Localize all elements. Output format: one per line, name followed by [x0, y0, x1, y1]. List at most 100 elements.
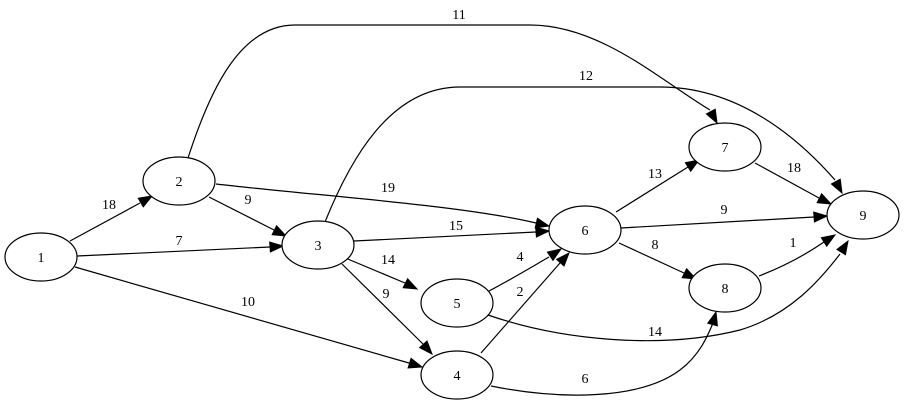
- edge-4-to-6: 2: [480, 251, 570, 354]
- node-7: 7: [688, 122, 762, 172]
- edge-weight-label: 10: [241, 295, 255, 310]
- edge-2-to-7: 11: [187, 8, 718, 159]
- edge-weight-label: 14: [648, 325, 662, 340]
- edge-weight-label: 4: [517, 250, 524, 265]
- edge-line: [208, 196, 275, 231]
- edge-5-to-6: 4: [488, 248, 563, 292]
- arrowhead-icon: [813, 211, 829, 223]
- edge-5-to-9: 14: [487, 239, 849, 342]
- arrowhead-icon: [137, 195, 154, 208]
- node-label: 5: [454, 297, 461, 312]
- edge-3-to-5: 14: [342, 253, 419, 290]
- edge-6-to-9: 9: [620, 203, 829, 229]
- node-6: 6: [548, 205, 622, 255]
- edge-line: [758, 241, 825, 277]
- edge-line: [615, 166, 689, 213]
- edge-8-to-9: 1: [758, 234, 837, 277]
- edge-weight-label: 6: [582, 372, 589, 387]
- arrowhead-icon: [535, 226, 551, 238]
- edge-weight-label: 14: [381, 253, 395, 268]
- arrowhead-icon: [706, 310, 718, 327]
- node-label: 4: [454, 369, 461, 384]
- node-label: 9: [860, 209, 867, 224]
- nodes-layer: 1 2 3 4 5 6 7 8 9: [4, 122, 900, 400]
- edge-6-to-7: 13: [615, 159, 701, 213]
- edge-weight-label: 7: [176, 234, 183, 249]
- edge-weight-label: 2: [517, 285, 524, 300]
- edge-line: [487, 253, 841, 342]
- node-2: 2: [142, 156, 216, 206]
- edge-7-to-9: 18: [754, 161, 833, 205]
- arrowhead-icon: [418, 340, 433, 356]
- edge-4-to-8: 6: [490, 310, 718, 396]
- edge-weight-label: 18: [787, 161, 801, 176]
- edge-line: [341, 263, 424, 345]
- edge-1-to-4: 10: [74, 266, 424, 369]
- edge-weight-label: 8: [652, 238, 659, 253]
- edge-6-to-8: 8: [618, 238, 698, 280]
- node-8: 8: [688, 263, 762, 313]
- edge-line: [488, 256, 550, 292]
- edge-weight-label: 19: [381, 181, 395, 196]
- arrowhead-icon: [836, 239, 849, 256]
- edge-weight-label: 12: [579, 69, 593, 84]
- edge-2-to-3: 9: [208, 193, 288, 237]
- edge-3-to-4: 9: [341, 263, 433, 356]
- node-ellipse: [688, 122, 762, 172]
- arrowhead-icon: [830, 178, 843, 195]
- edge-line: [490, 322, 714, 396]
- arrowhead-icon: [555, 251, 570, 267]
- node-5: 5: [420, 278, 494, 328]
- edge-line: [480, 262, 561, 354]
- arrowhead-icon: [546, 248, 563, 262]
- node-ellipse: [688, 263, 762, 313]
- edge-line: [76, 246, 271, 257]
- node-label: 6: [582, 224, 589, 239]
- arrowhead-icon: [271, 224, 288, 237]
- node-3: 3: [281, 220, 355, 270]
- arrowhead-icon: [816, 192, 833, 205]
- arrowhead-icon: [820, 234, 837, 248]
- edge-3-to-6: 15: [353, 219, 551, 242]
- node-label: 7: [722, 141, 729, 156]
- edge-line: [187, 24, 711, 159]
- arrowhead-icon: [534, 217, 551, 229]
- node-label: 3: [315, 239, 322, 254]
- node-ellipse: [548, 205, 622, 255]
- node-label: 2: [176, 175, 183, 190]
- node-label: 8: [722, 282, 729, 297]
- arrowhead-icon: [269, 241, 285, 253]
- edge-weight-label: 11: [452, 8, 465, 23]
- node-label: 1: [38, 251, 45, 266]
- edge-2-to-6: 19: [215, 181, 551, 229]
- edge-line: [754, 162, 820, 199]
- edge-weight-label: 9: [245, 193, 252, 208]
- edge-1-to-2: 18: [69, 195, 154, 242]
- edge-line: [342, 256, 406, 284]
- edge-weight-label: 18: [102, 198, 116, 213]
- arrowhead-icon: [681, 267, 698, 280]
- edge-weight-label: 15: [449, 219, 463, 234]
- node-ellipse: [281, 220, 355, 270]
- edge-weight-label: 13: [648, 167, 662, 182]
- arrowhead-icon: [402, 277, 419, 290]
- node-ellipse: [420, 350, 494, 400]
- edge-weight-label: 1: [790, 236, 797, 251]
- edge-line: [620, 216, 815, 229]
- arrowhead-icon: [407, 357, 424, 369]
- edge-weight-label: 9: [721, 203, 728, 218]
- arrowhead-icon: [705, 108, 718, 125]
- node-ellipse: [142, 156, 216, 206]
- node-ellipse: [420, 278, 494, 328]
- edge-line: [353, 231, 537, 242]
- edge-3-to-9: 12: [324, 69, 843, 223]
- edge-line: [324, 86, 836, 223]
- node-4: 4: [420, 350, 494, 400]
- node-1: 1: [4, 232, 78, 282]
- node-9: 9: [826, 190, 900, 240]
- edge-1-to-3: 7: [76, 234, 285, 257]
- edge-line: [69, 202, 141, 242]
- edge-line: [74, 266, 410, 364]
